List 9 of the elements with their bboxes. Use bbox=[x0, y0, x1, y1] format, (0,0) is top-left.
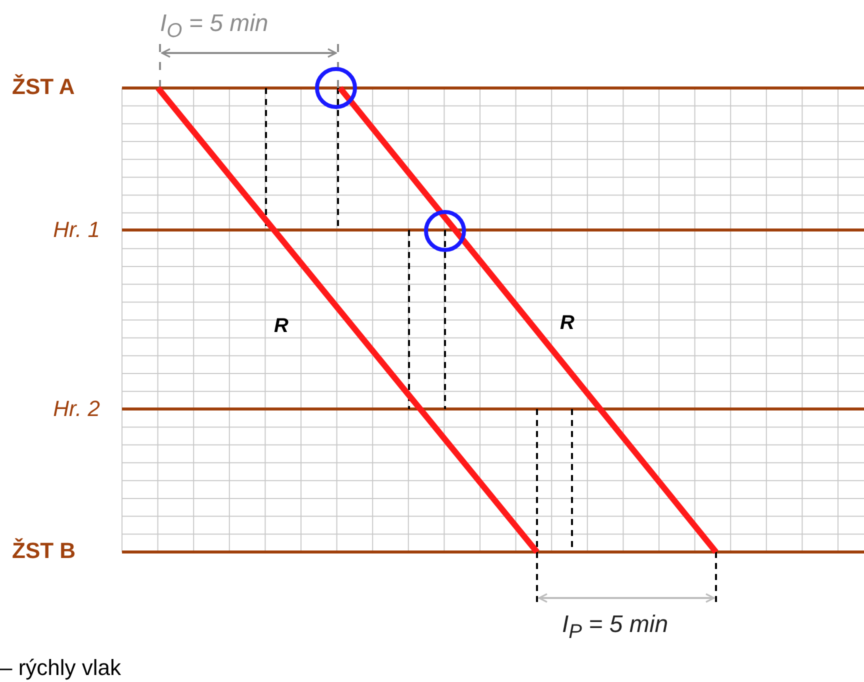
station-name: ŽST A bbox=[12, 76, 75, 98]
stop-name: Hr. 1 bbox=[53, 219, 100, 241]
legend-text: – rýchly vlak bbox=[0, 657, 122, 679]
stop-name: Hr. 2 bbox=[53, 398, 100, 420]
interval-label: I$_{P}$ = 5 min bbox=[562, 613, 668, 642]
train-type-label: R bbox=[274, 316, 288, 336]
train-type-label: R bbox=[560, 313, 574, 333]
interval-label: I$_{O}$ = 5 min bbox=[160, 12, 268, 41]
station-name: ŽST B bbox=[12, 540, 76, 562]
